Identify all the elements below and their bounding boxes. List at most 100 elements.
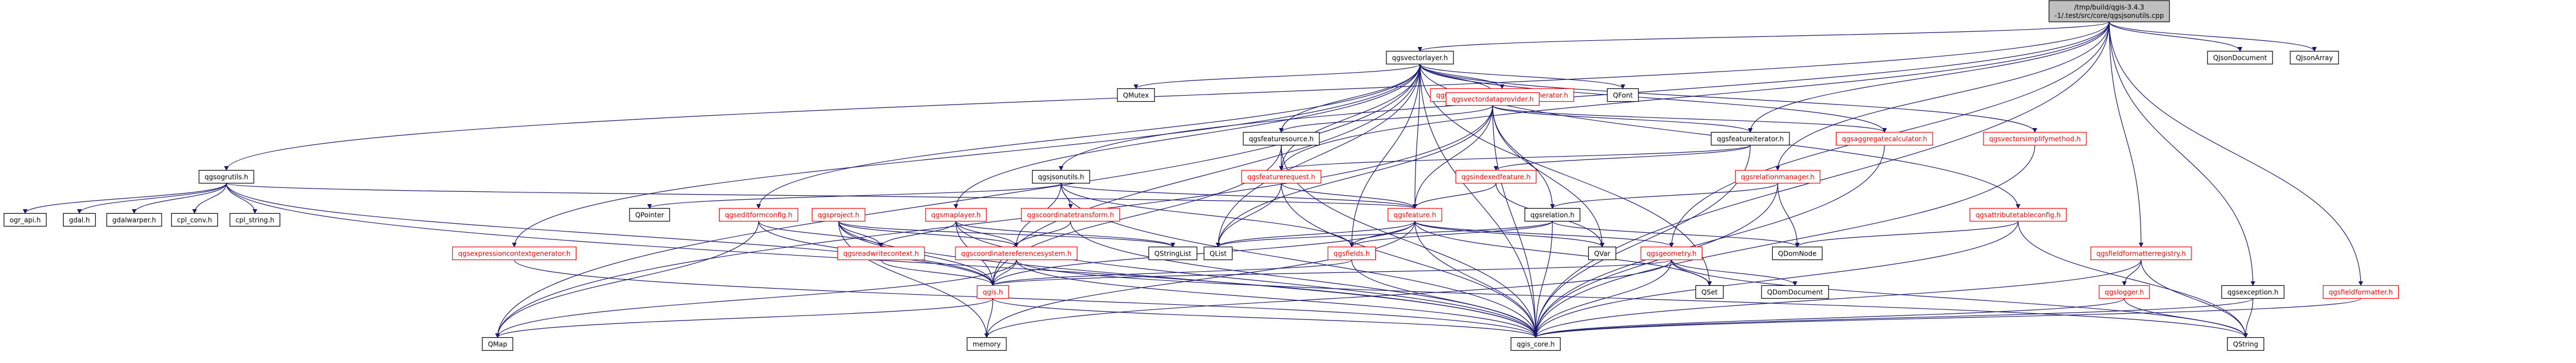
edge-qgsvectorlayer-to-qset (1419, 64, 1712, 286)
node-fieldformatterregistry[interactable]: qgsfieldformatterregistry.h (2090, 246, 2192, 261)
edge-maplayer-to-crs (955, 221, 1019, 248)
edge-qgsrelation-to-qgis-core (1533, 221, 1553, 338)
node-box (1983, 131, 2087, 146)
edge-qgsgeometry-to-qgis-core (1533, 260, 1672, 338)
edge-qgsvectorlayer-to-featuresource (1278, 64, 1420, 133)
edge-qgsgeometry-to-qdomdocument (1671, 260, 1798, 286)
node-label: QMutex (1123, 92, 1149, 100)
node-qgis-core[interactable]: qgis_core.h (1510, 337, 1561, 351)
node-box (63, 213, 96, 227)
node-relationmanager[interactable]: qgsrelationmanager.h (1735, 169, 1821, 184)
node-qgsvectorlayer[interactable]: qgsvectorlayer.h (1386, 50, 1454, 65)
node-box (1761, 285, 1829, 299)
node-label: qgscoordinatereferencesystem.h (961, 250, 1072, 258)
node-qgsh[interactable]: qgis.h (977, 285, 1009, 299)
edge-qgsrelation-to-qgsfields (1349, 221, 1553, 248)
edge-qgsvectorlayer-to-simplify (1419, 64, 2038, 133)
node-box (1204, 246, 1233, 261)
edge-fieldformatterregistry-to-qgis-core (1533, 260, 2142, 338)
node-fieldformatter[interactable]: qgsfieldformatter.h (2323, 285, 2399, 299)
edge-fieldformatterregistry-to-qgslogger (2122, 260, 2142, 286)
node-label: qgsfeaturerequest.h (1247, 173, 1315, 181)
node-memory: memory (967, 337, 1007, 351)
node-label: qgslogger.h (2105, 289, 2144, 296)
node-layer: /tmp/build/qgis-3.4.3-1/.test/src/core/q… (3, 0, 2399, 351)
node-qgsogrutils[interactable]: qgsogrutils.h (198, 169, 254, 184)
node-label: gdal.h (69, 216, 89, 224)
edge-qgsvectorlayer-to-maplayer (953, 64, 1420, 209)
node-crs[interactable]: qgscoordinatereferencesystem.h (955, 246, 1078, 261)
edge-featurerequest-to-qlist (1215, 183, 1282, 248)
edge-qgsvectorlayer-to-qfont (1419, 63, 1626, 89)
edge-qgsvectorlayer-to-exprcontextgen (512, 64, 1420, 248)
edge-aggcalc-to-qgis-core (1533, 145, 1885, 338)
node-vectordataprovider[interactable]: qgsvectordataprovider.h (1446, 92, 1540, 106)
edge-qgsfeature-to-qgis-core (1414, 221, 1538, 338)
node-label: qgsexpressioncontextgenerator.h (458, 250, 570, 258)
node-box (1588, 246, 1617, 261)
node-qgsgeometry[interactable]: qgsgeometry.h (1640, 246, 1703, 261)
node-qlist: QList (1204, 246, 1233, 261)
node-box (2221, 285, 2285, 299)
edge-qgsogrutils-to-gdal (77, 183, 227, 214)
edge-attrtableconfig-to-qgis-core (1533, 221, 2019, 338)
node-jsonutils[interactable]: qgsjsonutils.h (1032, 169, 1090, 184)
node-qgsfields[interactable]: qgsfields.h (1327, 246, 1376, 261)
node-label: qgsjsonutils.h (1038, 173, 1085, 181)
edge-root-to-featureiterator (1748, 21, 2110, 133)
node-label: QMap (488, 341, 508, 348)
node-box (171, 213, 218, 227)
edge-layer (22, 21, 2364, 338)
edge-simplify-to-qgis-core (1533, 145, 2035, 338)
edge-vectordataprovider-to-qgsfeature (1412, 105, 1493, 209)
node-box (1148, 246, 1197, 261)
node-qgsexception[interactable]: qgsexception.h (2221, 285, 2285, 299)
node-box (1032, 169, 1090, 184)
node-box (719, 208, 798, 222)
node-label: qgsrelation.h (1531, 211, 1575, 219)
node-label: ogr_api.h (10, 216, 41, 224)
node-aggcalc[interactable]: qgsaggregatecalculator.h (1836, 131, 1933, 146)
edge-vectordataprovider-to-featuresource (1278, 105, 1493, 133)
node-box (1836, 131, 1933, 146)
node-qgslogger[interactable]: qgslogger.h (2099, 285, 2150, 299)
edge-qgsh-to-qmap (495, 298, 993, 338)
edge-vectordataprovider-to-aggcalc (1492, 105, 1887, 133)
node-box (2290, 50, 2339, 65)
node-attrtableconfig[interactable]: qgsattributetableconfig.h (1969, 208, 2067, 222)
node-featurerequest[interactable]: qgsfeaturerequest.h (1241, 169, 1322, 184)
node-qgsrelation[interactable]: qgsrelation.h (1524, 208, 1580, 222)
node-box (2099, 285, 2150, 299)
node-box (1607, 88, 1639, 102)
node-featureiterator[interactable]: qgsfeatureiterator.h (1711, 131, 1790, 146)
node-label: qgsfeature.h (1394, 211, 1436, 219)
node-indexedfeature[interactable]: qgsindexedfeature.h (1455, 169, 1537, 184)
node-label: qgsindexedfeature.h (1461, 173, 1531, 181)
node-maplayer[interactable]: qgsmaplayer.h (925, 208, 987, 222)
edge-qgsvectorlayer-to-qmap (495, 64, 1420, 338)
edge-qgsproject-to-memory (838, 221, 989, 338)
edge-crs-to-qstring (1016, 260, 2248, 338)
node-gdal: gdal.h (63, 213, 96, 227)
edge-qgsproject-to-qgis-core (838, 221, 1538, 338)
node-box (2207, 50, 2273, 65)
edge-qgsgeometry-to-qset (1671, 260, 1712, 286)
node-qvar: QVar (1588, 246, 1617, 261)
node-simplify[interactable]: qgsvectorsimplifymethod.h (1983, 131, 2087, 146)
node-editformconfig[interactable]: qgseditformconfig.h (719, 208, 798, 222)
node-exprcontextgen[interactable]: qgsexpressioncontextgenerator.h (452, 246, 577, 261)
node-label: qgis_core.h (1517, 341, 1555, 348)
node-root[interactable]: /tmp/build/qgis-3.4.3-1/.test/src/core/q… (2048, 0, 2170, 22)
node-qgsproject[interactable]: qgsproject.h (812, 208, 865, 222)
node-qgsfeature[interactable]: qgsfeature.h (1388, 208, 1442, 222)
node-label: qgsaggregatecalculator.h (1842, 135, 1928, 143)
edge-qgsgeometry-to-memory (984, 260, 1672, 338)
node-box (837, 246, 925, 261)
edge-qgsvectorlayer-to-featurerequest (1278, 64, 1420, 171)
node-coordtransform[interactable]: qgscoordinatetransform.h (1021, 208, 1120, 222)
edge-qgsexception-to-qstring (2243, 298, 2253, 338)
node-featuresource[interactable]: qgsfeaturesource.h (1243, 131, 1320, 146)
node-readwritecontext[interactable]: qgsreadwritecontext.h (837, 246, 925, 261)
node-label: qgsexception.h (2227, 289, 2279, 296)
edge-qgsogrutils-to-gdalwarper (131, 183, 227, 214)
